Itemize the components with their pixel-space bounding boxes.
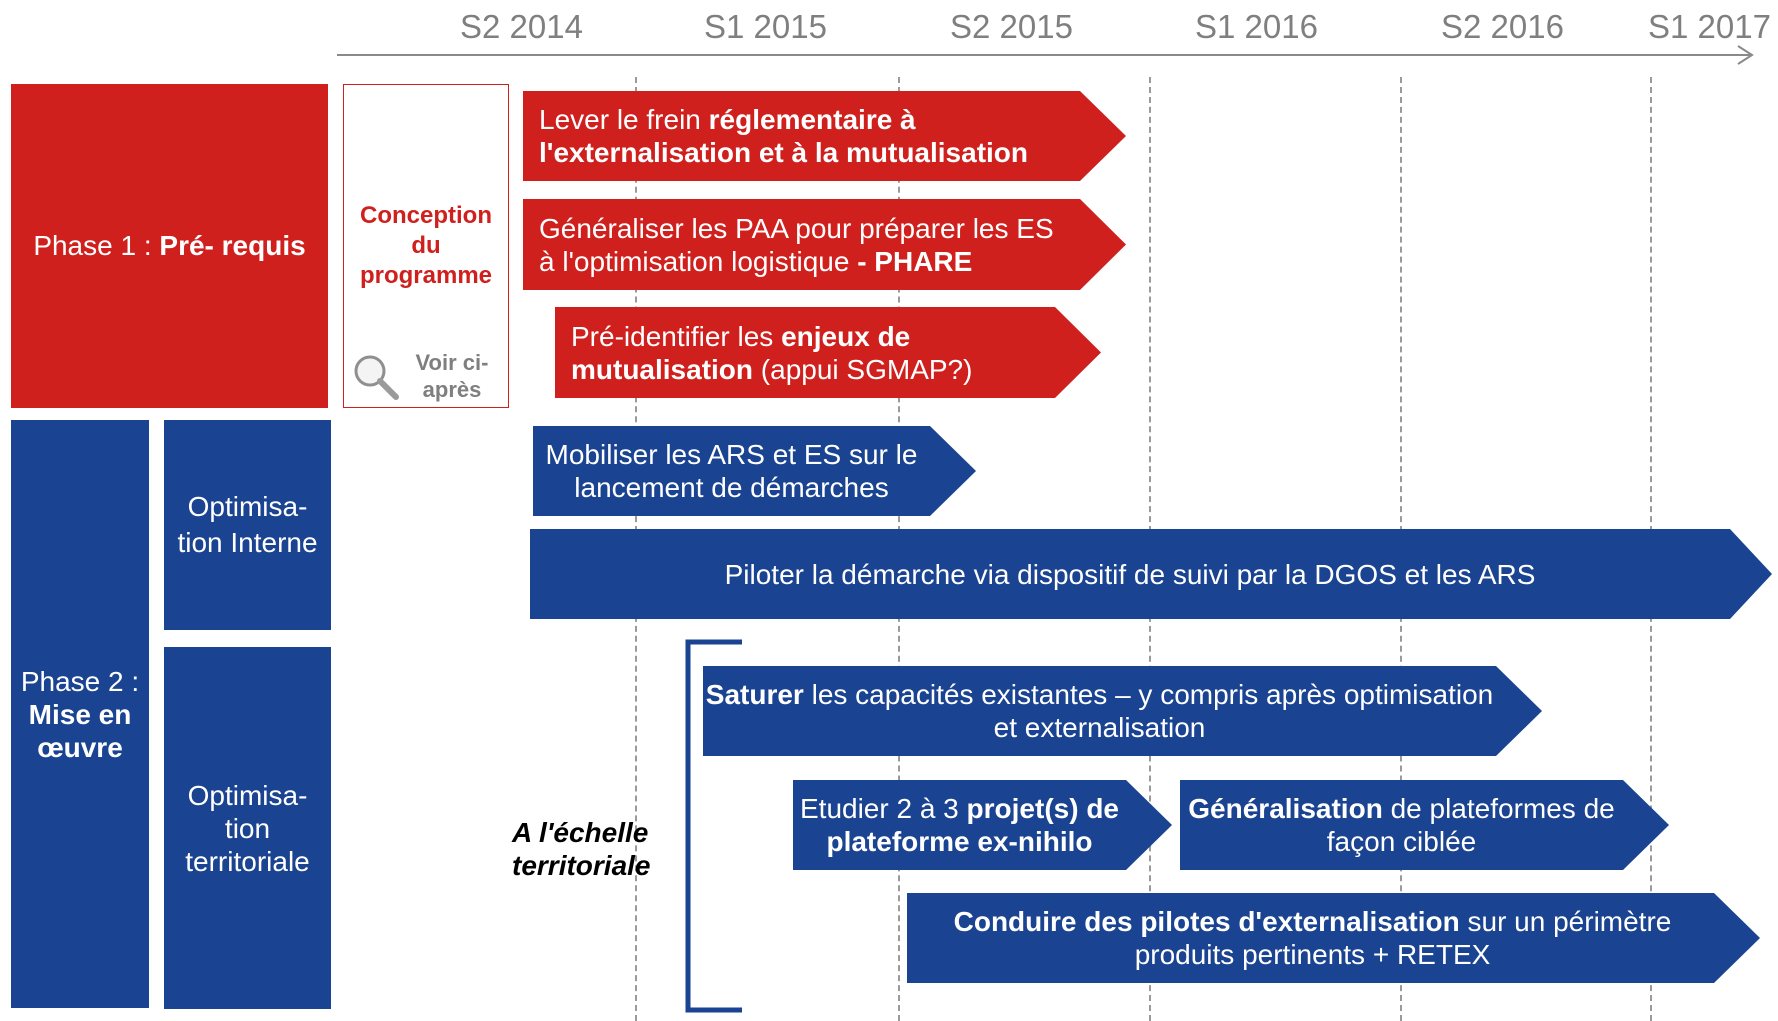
tick-label: S2 2014 (460, 8, 583, 45)
tick-label: S1 2016 (1195, 8, 1318, 45)
action-arrow-mutualisation[interactable]: Pré-identifier les enjeux de mutualisati… (555, 307, 1101, 398)
conception-title: Conception du programme (359, 202, 493, 289)
phase2-box: Phase 2 : Mise en œuvre (11, 420, 149, 1008)
action-arrow-etudier[interactable]: Etudier 2 à 3 projet(s) de plateforme ex… (793, 780, 1172, 870)
conception-link[interactable]: Voir ci-après (415, 350, 489, 402)
internal-optimization-label: Optimisa-tion Interne (177, 491, 318, 558)
action-arrow-generalisation[interactable]: Généralisation de plateformes de façon c… (1180, 780, 1669, 870)
tick-label: S1 2017 (1648, 8, 1771, 45)
action-arrow-paa[interactable]: Généraliser les PAA pour préparer les ES… (523, 199, 1126, 290)
territorial-optimization-box: Optimisa-tion territoriale (164, 647, 331, 1009)
internal-optimization-box: Optimisa-tion Interne (164, 420, 331, 630)
timeline-axis: S2 2014 S1 2015 S2 2015 S1 2016 S2 2016 … (0, 0, 1778, 70)
tick-label: S1 2015 (704, 8, 827, 45)
action-arrow-regulatory[interactable]: Lever le frein réglementaire à l'externa… (523, 91, 1126, 181)
tick-label: S2 2015 (950, 8, 1073, 45)
phase2-label: Phase 2 : Mise en œuvre (20, 665, 140, 763)
phase1-box: Phase 1 : Pré- requis (11, 84, 328, 408)
action-arrow-mobiliser[interactable]: Mobiliser les ARS et ES sur le lancement… (533, 426, 976, 516)
phase1-label: Phase 1 : Pré- requis (33, 230, 306, 261)
territorial-bracket (685, 639, 742, 1013)
timeline-arrow (337, 45, 1754, 65)
territorial-optimization-label: Optimisa-tion territoriale (185, 779, 310, 877)
tick-label: S2 2016 (1441, 8, 1564, 45)
conception-box[interactable]: Conception du programme Voir ci-après (343, 84, 509, 408)
action-arrow-pilotes[interactable]: Conduire des pilotes d'externalisation s… (907, 893, 1760, 983)
magnifier-icon (354, 355, 399, 400)
action-arrow-saturer[interactable]: Saturer les capacités existantes – y com… (703, 666, 1542, 756)
territorial-note: A l'échelle territoriale (512, 817, 651, 881)
action-arrow-piloter[interactable]: Piloter la démarche via dispositif de su… (530, 529, 1772, 619)
